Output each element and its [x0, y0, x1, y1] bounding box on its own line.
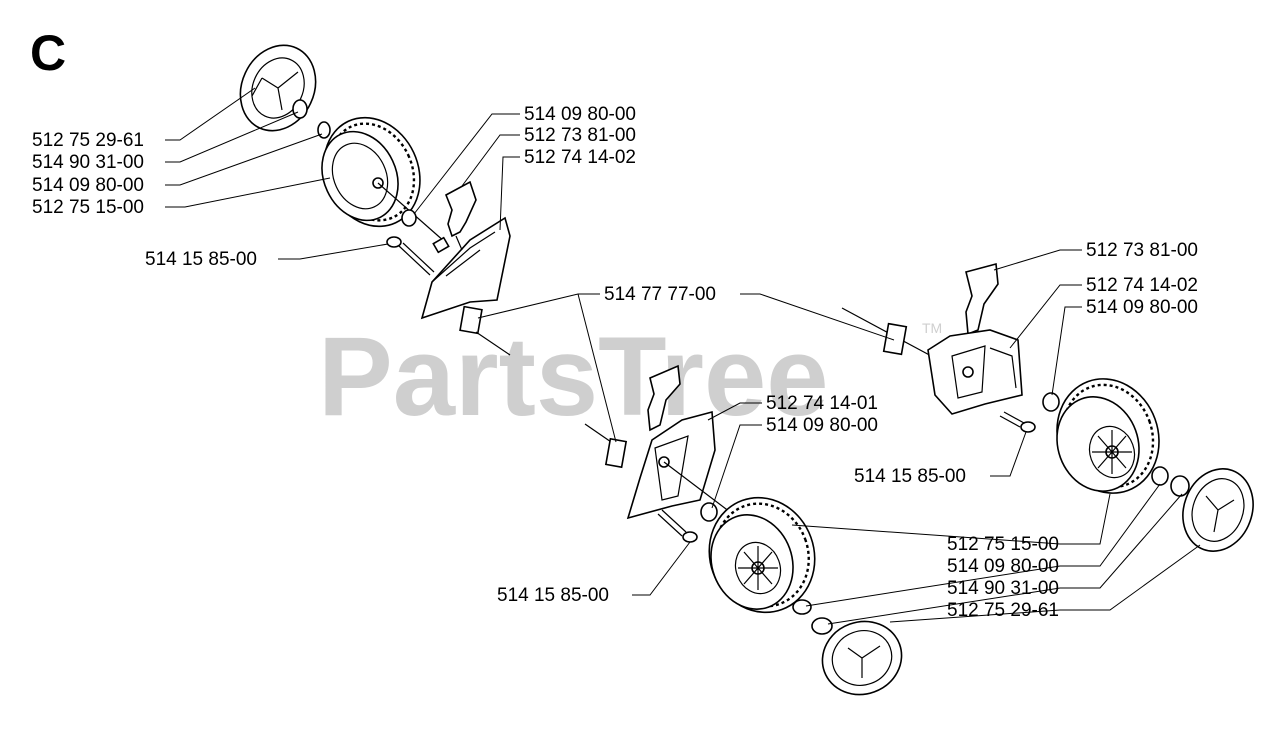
section-letter: C [30, 25, 66, 81]
washer [811, 617, 833, 635]
washer [792, 599, 812, 615]
watermark-text: PartsTree [318, 314, 829, 439]
washer [317, 121, 331, 139]
axle [663, 461, 731, 513]
height-adjuster-bracket [626, 410, 716, 520]
part-number-label: 512 75 15-00 [947, 534, 1059, 555]
washer [292, 99, 308, 119]
part-number-label: 514 09 80-00 [524, 104, 636, 125]
assembly-middle [584, 364, 903, 696]
washer [401, 209, 417, 227]
part-number-label: 512 74 14-02 [1086, 275, 1198, 296]
bolt [999, 411, 1036, 433]
bolt [657, 509, 698, 543]
part-number-label: 512 75 15-00 [32, 197, 144, 218]
clip [459, 305, 511, 356]
clip [584, 423, 628, 469]
part-number-label: 514 77 77-00 [604, 284, 716, 305]
part-number-label: 512 75 29-61 [32, 130, 144, 151]
part-number-label: 514 09 80-00 [947, 556, 1059, 577]
height-adjuster-bracket [420, 216, 511, 320]
part-number-label: 514 15 85-00 [145, 249, 257, 270]
hub-cap [239, 44, 317, 132]
part-labels: 512 75 29-61 514 90 31-00 514 09 80-00 5… [32, 104, 1198, 621]
lever-handle [965, 262, 999, 336]
part-number-label: 514 90 31-00 [32, 152, 144, 173]
part-number-label: 514 09 80-00 [766, 415, 878, 436]
part-number-label: 512 75 29-61 [947, 600, 1059, 621]
bolt [386, 236, 435, 276]
washer [1170, 475, 1190, 497]
lever-handle [444, 180, 477, 251]
part-number-label: 512 74 14-01 [766, 393, 878, 414]
hub-cap [1182, 468, 1254, 552]
washer [700, 502, 718, 522]
lever-handle [647, 364, 681, 432]
part-number-label: 514 09 80-00 [1086, 297, 1198, 318]
part-number-label: 514 15 85-00 [854, 466, 966, 487]
part-number-label: 512 74 14-02 [524, 147, 636, 168]
washer [1151, 466, 1169, 486]
wheel [708, 496, 816, 614]
part-number-label: 514 09 80-00 [32, 175, 144, 196]
wheel [1056, 378, 1160, 494]
watermark-trademark: TM [922, 320, 942, 336]
washer [1042, 392, 1060, 412]
height-adjuster-bracket [927, 329, 1023, 415]
part-number-label: 514 90 31-00 [947, 578, 1059, 599]
hub-cap [821, 620, 903, 696]
part-number-label: 514 15 85-00 [497, 585, 609, 606]
assembly-right [841, 262, 1254, 552]
clip [882, 322, 908, 356]
assembly-top-left [239, 44, 511, 356]
part-number-label: 512 73 81-00 [524, 125, 636, 146]
part-number-label: 512 73 81-00 [1086, 240, 1198, 261]
leader-lines [165, 87, 1201, 625]
